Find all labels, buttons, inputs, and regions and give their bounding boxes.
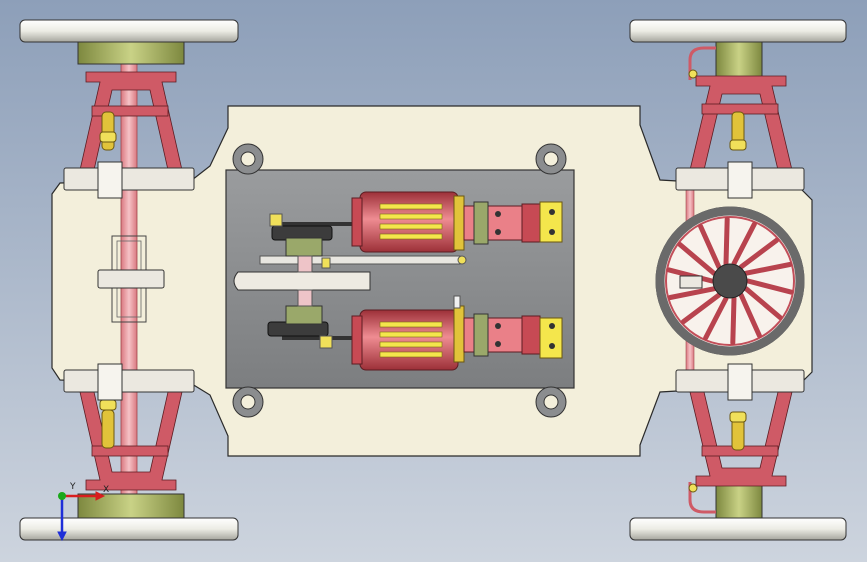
crankshaft-rail[interactable] [233,255,467,291]
triad-y-label: Y [69,482,76,492]
steering-wheel-spoke [738,292,762,339]
cylinder-assembly-bottom[interactable] [267,289,563,371]
steering-wheel-spoke [743,286,783,320]
wheel-front-top[interactable] [629,19,847,83]
wheel-front-bottom[interactable] [629,479,847,541]
steering-wheel-icon[interactable] [655,206,805,356]
wheel-rear-top[interactable] [19,19,239,65]
front-bracket-bottom[interactable] [689,391,793,487]
steering-wheel-spoke [723,216,730,266]
steering-wheel-spoke [743,262,793,276]
steering-wheel-spoke [698,223,722,270]
steering-wheel-spoke [677,242,717,276]
steering-wheel-spoke [731,221,757,266]
steering-wheel-spoke [680,292,722,325]
wheel-rear-bottom[interactable] [19,493,239,541]
triad-x-label: X [103,485,109,495]
rear-bracket-bottom[interactable] [79,391,183,491]
rear-bearing-bottom[interactable] [63,363,195,401]
steering-wheel-spoke [667,286,717,300]
front-bearing-bottom[interactable] [675,363,805,401]
rear-bracket-top[interactable] [79,71,183,171]
cylinder-assembly-top[interactable] [269,191,563,273]
steering-wheel-spoke [666,267,715,284]
steering-wheel-spoke [730,296,737,346]
front-bearing-top[interactable] [675,161,805,199]
steering-wheel-spoke [703,296,729,341]
front-bracket-top[interactable] [689,75,793,171]
steering-wheel-spoke [745,278,794,295]
rear-bearing-top[interactable] [63,161,195,199]
coordinate-triad-icon: X Y [57,482,109,542]
steering-wheel-spoke [738,237,780,270]
